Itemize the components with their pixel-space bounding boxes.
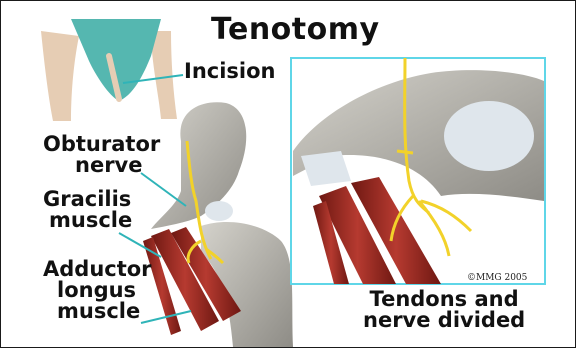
legs-thumbnail [41, 19, 177, 121]
label-adductor-line1: Adductor [43, 259, 152, 280]
inset-femoral-head [444, 101, 534, 171]
inset-nerve-cut [397, 151, 413, 153]
left-leg [41, 31, 79, 121]
label-adductor-longus-muscle: Adductor longus muscle [43, 259, 152, 322]
label-obturator-line2: nerve [43, 155, 160, 176]
label-obturator-line1: Obturator [43, 134, 160, 155]
caption-line2: nerve divided [363, 310, 525, 331]
obturator-leader [141, 173, 186, 206]
diagram-title: Tenotomy [211, 15, 380, 45]
label-adductor-line3: muscle [43, 301, 152, 322]
caption-line1: Tendons and [363, 289, 525, 310]
label-gracilis-line1: Gracilis [43, 189, 132, 210]
label-adductor-line2: longus [43, 280, 152, 301]
inset-panel [291, 58, 545, 284]
label-gracilis-muscle: Gracilis muscle [43, 189, 132, 231]
copyright-notice: ©MMG 2005 [467, 273, 527, 283]
label-obturator-nerve: Obturator nerve [43, 134, 160, 176]
label-incision: Incision [184, 61, 276, 82]
right-leg [151, 31, 177, 119]
label-gracilis-line2: muscle [43, 210, 132, 231]
femoral-head [205, 201, 233, 221]
caption-tendons-nerve-divided: Tendons and nerve divided [363, 289, 525, 331]
